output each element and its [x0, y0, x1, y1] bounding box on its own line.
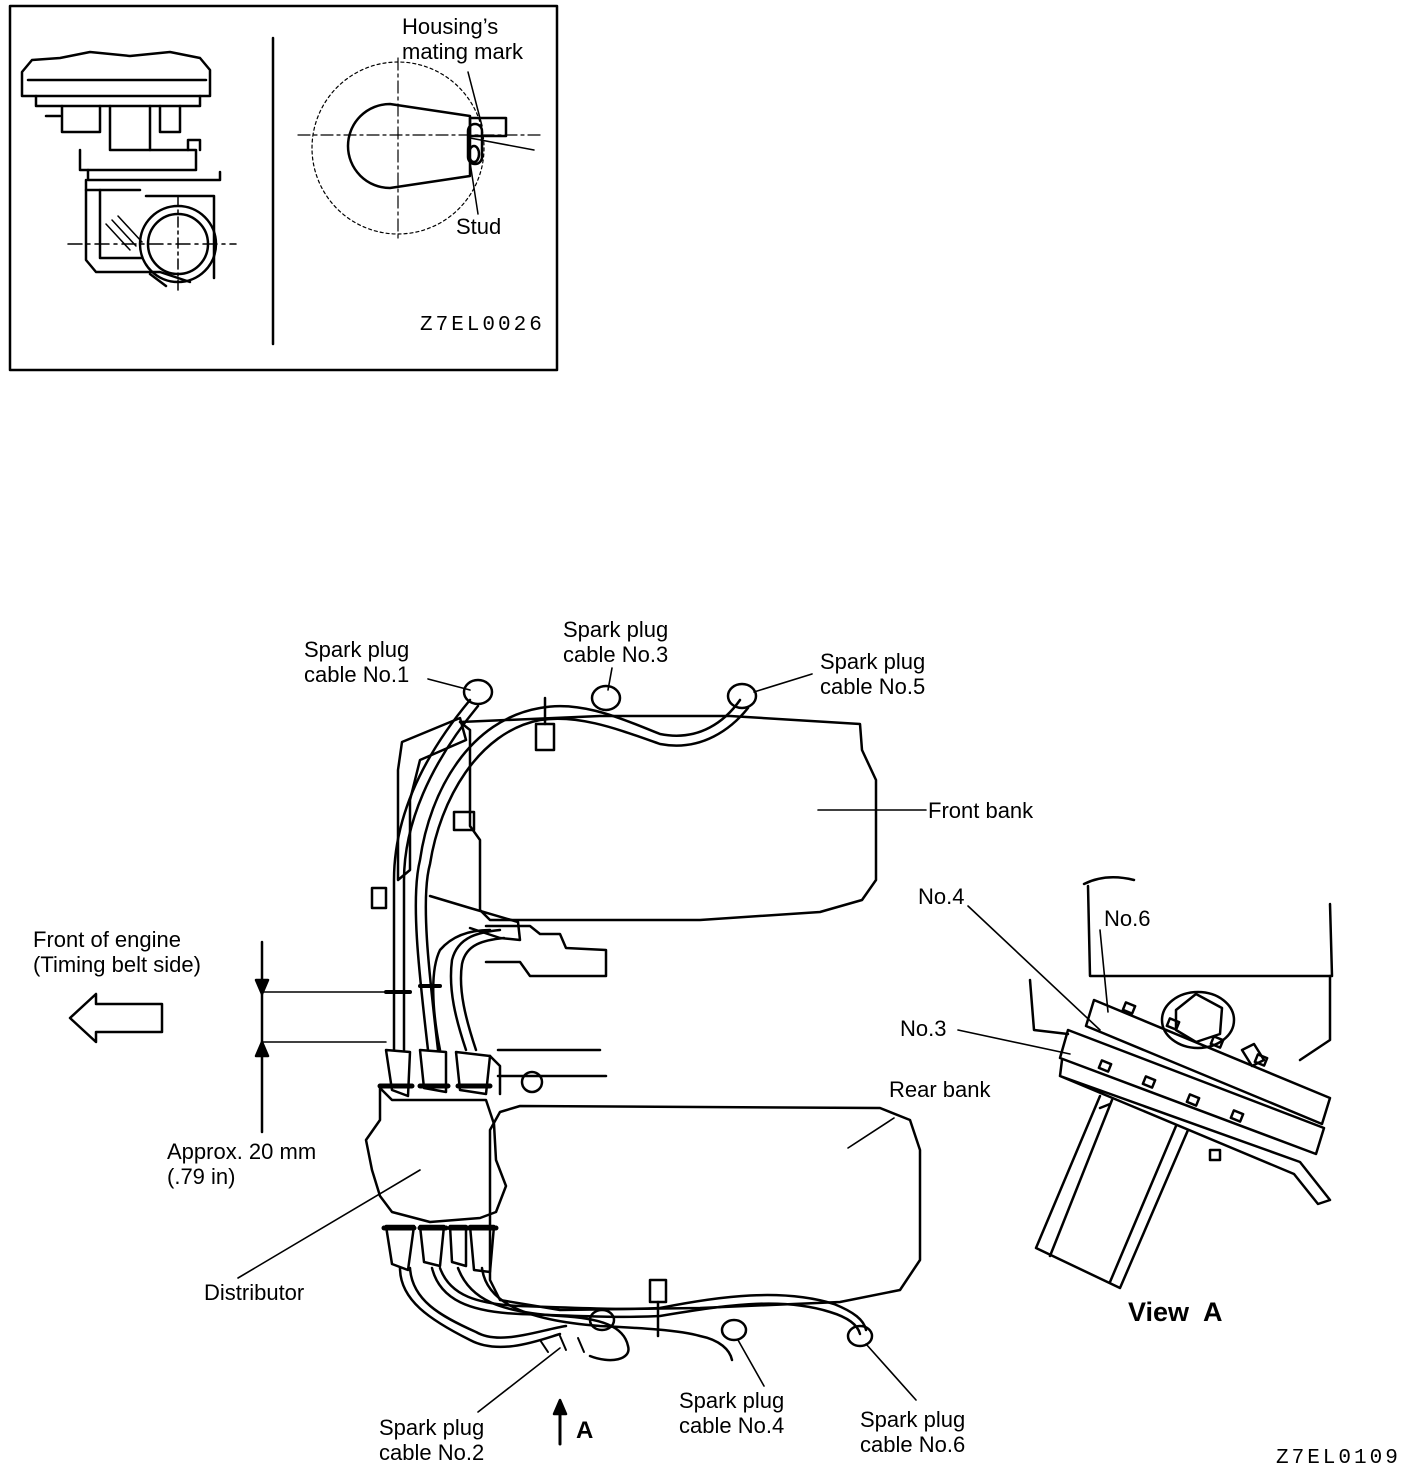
- cable-no3-label: Spark plug cable No.3: [563, 617, 669, 667]
- figure-code-top: Z7EL0026: [420, 314, 545, 337]
- distributor-label: Distributor: [204, 1280, 305, 1305]
- cable-no2-label: Spark plug cable No.2: [379, 1415, 485, 1465]
- cable-no5-label: Spark plug cable No.5: [820, 649, 926, 699]
- distributor-section-drawing: [20, 50, 237, 291]
- cable-bracket: [370, 716, 608, 1096]
- front-of-engine-label: Front of engine (Timing belt side): [33, 927, 201, 977]
- front-bank-label: Front bank: [928, 798, 1034, 823]
- distributor-body: [364, 1048, 508, 1274]
- view-no6-label: No.6: [1104, 906, 1151, 931]
- rear-cables: [398, 1266, 874, 1362]
- front-cables: [384, 678, 758, 1052]
- rear-bank-outline: [488, 1104, 922, 1312]
- dimension-marker: [254, 940, 387, 1134]
- cable-no4-label: Spark plug cable No.4: [679, 1388, 785, 1438]
- stud-label: Stud: [456, 214, 502, 239]
- front-arrow-icon: [68, 992, 164, 1044]
- housing-mating-detail: [297, 57, 541, 239]
- view-no3-label: No.3: [900, 1016, 947, 1041]
- figure-code-bottom: Z7EL0109: [1276, 1447, 1401, 1470]
- cable-no6-label: Spark plug cable No.6: [860, 1407, 966, 1457]
- housing-mating-mark-label: Housing’s mating mark: [402, 14, 524, 64]
- arrow-a-label: A: [576, 1417, 594, 1444]
- inset-frame: [8, 4, 559, 372]
- view-no4-label: No.4: [918, 884, 965, 909]
- front-bank-outline: [458, 714, 878, 922]
- view-a-detail: [957, 876, 1334, 1290]
- leader-lines: [237, 667, 927, 1413]
- view-a-arrow-icon: [552, 1398, 568, 1446]
- cable-no1-label: Spark plug cable No.1: [304, 637, 410, 687]
- rear-bank-label: Rear bank: [889, 1077, 991, 1102]
- view-a-title: View A: [1128, 1297, 1223, 1327]
- approx-dimension-label: Approx. 20 mm (.79 in): [167, 1139, 317, 1189]
